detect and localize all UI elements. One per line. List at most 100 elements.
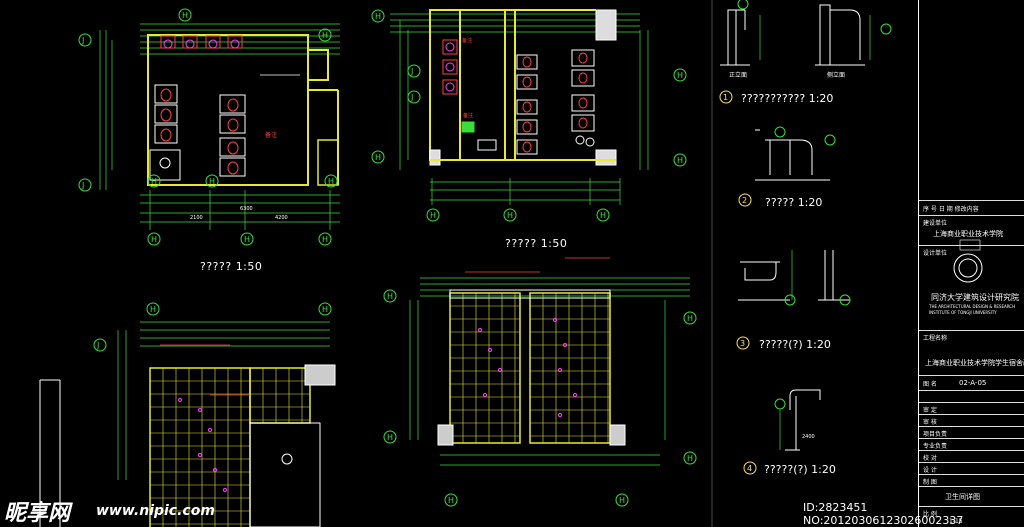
light-fixture — [558, 368, 562, 372]
axis-bubble-h — [371, 9, 385, 23]
axis-bubble-h — [615, 493, 629, 507]
dim-text: 2100 — [190, 215, 203, 221]
row-1: 审 定 — [923, 407, 937, 414]
grab-bar — [789, 389, 821, 410]
light-fixture — [558, 413, 562, 417]
sink — [442, 79, 458, 95]
axis-bubble-h — [318, 28, 332, 42]
plan1-wall — [307, 49, 329, 81]
project-name: 上海商业职业技术学院学生宿舍改造 — [925, 359, 1024, 367]
client-name: 上海商业职业技术学院 — [933, 230, 1003, 238]
toilet-stall — [154, 104, 178, 124]
axis-bubble-h — [147, 174, 161, 188]
sink-bowl — [185, 39, 195, 49]
toilet — [227, 118, 239, 132]
toilet — [227, 98, 239, 112]
detail-number-circle — [743, 461, 757, 475]
light-fixture — [563, 343, 567, 347]
sink-bowl — [163, 39, 173, 49]
axis-bubble-j — [93, 338, 107, 352]
toilet-stall — [219, 157, 246, 177]
axis-bubble-h — [178, 8, 192, 22]
sheet-number: 1-15 — [949, 518, 963, 525]
ceiling-room — [449, 292, 521, 444]
client-label: 建设单位 — [923, 220, 948, 227]
sink-bowl — [445, 62, 455, 72]
column — [609, 424, 626, 446]
light-fixture — [198, 453, 202, 457]
dim-text: 4200 — [275, 215, 288, 221]
toilet — [578, 117, 588, 129]
toilet — [160, 88, 172, 102]
stall — [516, 99, 538, 115]
institute-name-en-2: INSTITUTE OF TONGJI UNIVERSITY — [929, 310, 997, 315]
axis-letter: H — [328, 177, 334, 186]
toilet-stall — [219, 94, 246, 114]
detail-number: 2 — [742, 196, 747, 205]
fixture — [585, 137, 595, 147]
axis-letter: H — [375, 153, 381, 162]
project-number: 02-A-05 — [959, 379, 987, 387]
axis-bubble-h — [673, 68, 687, 82]
detail-number: 1 — [723, 93, 728, 102]
stall — [516, 54, 538, 70]
axis-bubble-h — [205, 174, 219, 188]
stall — [516, 119, 538, 135]
column — [437, 424, 454, 446]
axis-bubble-j — [407, 64, 421, 78]
column — [595, 9, 617, 41]
grab-bar — [727, 9, 737, 66]
row-5: 校 对 — [923, 455, 937, 462]
project-label: 工程名称 — [923, 335, 948, 342]
toilet-stall — [219, 114, 246, 134]
header-beam — [449, 289, 611, 299]
institute-name-en-1: THE ARCHITECTURAL DESIGN & RESEARCH — [929, 304, 1016, 309]
row-6: 设 计 — [923, 467, 937, 474]
column — [595, 149, 617, 166]
light-fixture — [178, 398, 182, 402]
sink — [442, 39, 458, 55]
stall — [571, 94, 595, 112]
axis-letter: H — [507, 211, 513, 220]
axis-letter: H — [430, 211, 436, 220]
plan1-wall — [317, 139, 339, 186]
toilet — [522, 101, 532, 113]
axis-bubble-h — [371, 150, 385, 164]
toilet — [522, 76, 532, 88]
axis-bubble-h — [147, 232, 161, 246]
detail-number-circle — [719, 90, 733, 104]
detail-tag — [774, 126, 786, 138]
plan2-wall — [504, 9, 516, 161]
toilet-stall — [154, 124, 178, 144]
institute-logo — [953, 253, 983, 283]
detail-number: 4 — [747, 464, 752, 473]
sink-bowl — [445, 42, 455, 52]
detail-tag — [824, 134, 836, 146]
detail-1-title: ??????????? 1:20 — [741, 92, 834, 105]
axis-letter: J — [410, 93, 413, 102]
toilet — [160, 108, 172, 122]
light-fixture — [223, 488, 227, 492]
sink — [442, 59, 458, 75]
light-fixture — [553, 318, 557, 322]
detail-tag — [784, 294, 796, 306]
fixture — [575, 135, 585, 145]
axis-bubble-h — [383, 289, 397, 303]
axis-letter: H — [677, 156, 683, 165]
toilet — [522, 56, 532, 68]
accessible-toilet — [149, 149, 181, 181]
axis-letter: H — [182, 11, 188, 20]
stall — [571, 49, 595, 67]
drawing-title: 卫生间详图 — [945, 493, 980, 501]
dim-text: 6300 — [240, 206, 253, 212]
axis-letter: H — [375, 12, 381, 21]
light-fixture — [213, 468, 217, 472]
toilet-stall — [219, 137, 246, 157]
axis-letter: J — [96, 341, 99, 350]
institute-logo-inner — [958, 258, 978, 278]
detail-2-title: ????? 1:20 — [765, 196, 823, 209]
section-marker — [281, 453, 293, 465]
plan1-note: 备注 — [265, 131, 277, 139]
axis-letter: H — [387, 292, 393, 301]
detail-tag — [880, 23, 892, 35]
